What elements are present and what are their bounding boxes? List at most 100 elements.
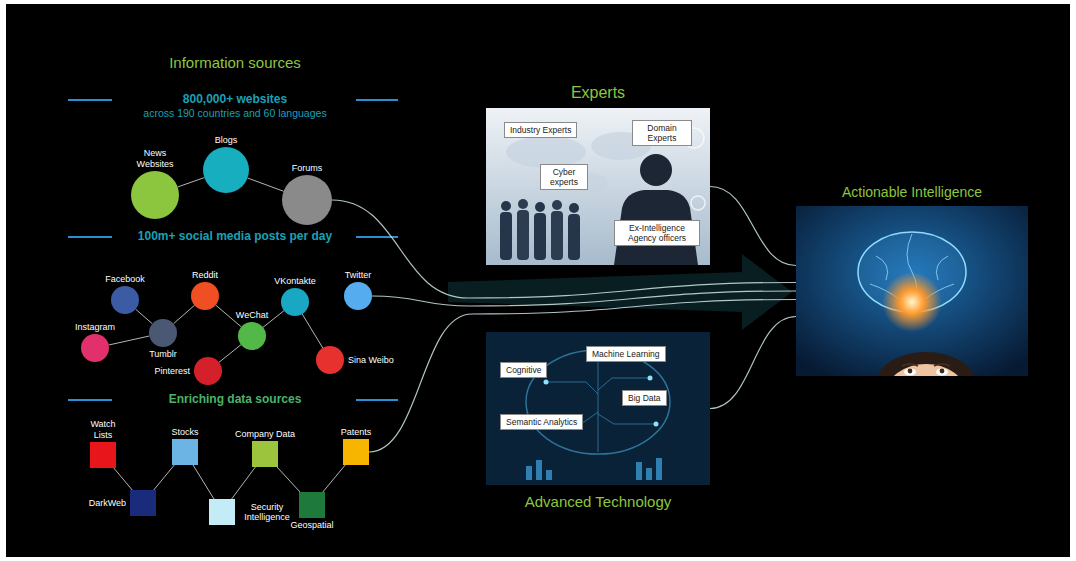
panel-ground [486, 108, 710, 265]
link-line [174, 305, 195, 323]
brain-outline [526, 350, 670, 454]
person-head [535, 202, 545, 212]
circuit-dot [648, 376, 653, 381]
divider-bar [68, 99, 112, 101]
link-line [193, 465, 214, 499]
node-label: WeChat [235, 310, 269, 320]
panel-heading: Experts [568, 84, 628, 102]
link-line [154, 465, 175, 490]
data-square: Geospatial [299, 492, 325, 518]
social-circle: Reddit [191, 282, 219, 310]
pupil [908, 369, 913, 374]
data-square: Company Data [252, 441, 278, 467]
node-label: Company Data [234, 429, 296, 439]
circuit-dot [544, 380, 549, 385]
node-label: Instagram [74, 322, 116, 332]
bar-mark [636, 462, 642, 480]
eye [904, 369, 916, 376]
link-line [114, 468, 132, 490]
social-circle: WeChat [238, 322, 266, 350]
person-body [568, 214, 580, 260]
bar-mark [656, 458, 662, 480]
data-square: Watch Lists [90, 442, 116, 468]
image-panel: ExpertsIndustry ExpertsDomain ExpertsCyb… [486, 108, 710, 265]
social-circle: Instagram [81, 334, 109, 362]
social-circle: Sina Weibo [316, 346, 344, 374]
divider-bar [68, 236, 112, 238]
link-line [232, 467, 256, 499]
flow-curve [369, 300, 796, 453]
link-line [219, 345, 241, 363]
section-heading: Enriching data sources [120, 392, 350, 406]
data-square: DarkWeb [130, 490, 156, 516]
panel-ground [486, 332, 710, 485]
data-square: Stocks [172, 439, 198, 465]
tag-box: Machine Learning [586, 346, 666, 362]
tag-box: Semantic Analytics [500, 414, 583, 430]
tag-box: Cognitive [500, 362, 547, 378]
node-label: Blogs [214, 135, 239, 145]
node-label: VKontakte [273, 276, 317, 286]
eyebrows [902, 364, 950, 366]
tag-text: Industry Experts [510, 125, 571, 135]
section-note: across 190 countries and 60 languages [100, 107, 370, 120]
node-label: Reddit [191, 270, 219, 280]
panel-ground [796, 206, 1028, 376]
section-subheading: 800,000+ websites [120, 92, 350, 106]
section-subheading: 100m+ social media posts per day [115, 229, 355, 243]
link-line [178, 178, 205, 187]
source-circle: Blogs [203, 147, 249, 193]
node-label: Sina Weibo [347, 355, 395, 365]
bar-mark [546, 470, 552, 480]
section-heading: Information sources [70, 54, 400, 72]
tag-text: Ex-Intelligence Agency officers [620, 223, 694, 243]
link-line [277, 467, 300, 492]
social-circle: Pinterest [194, 357, 222, 385]
social-circle: VKontakte [281, 288, 309, 316]
data-square: Security Intelligence [209, 499, 235, 525]
image-panel: Advanced TechnologyCognitiveMachine Lear… [486, 332, 710, 485]
pupil [940, 369, 945, 374]
person-body [517, 210, 529, 260]
brain-glow [882, 272, 942, 332]
social-circle: Tumblr [149, 319, 177, 347]
flow-curve [710, 187, 796, 266]
tag-box: Cyber experts [540, 164, 588, 190]
link-line [109, 336, 150, 345]
link-line [248, 178, 284, 191]
person-head [552, 200, 562, 210]
node-label: Facebook [104, 274, 146, 284]
tag-box: Ex-Intelligence Agency officers [614, 220, 700, 246]
tag-text: Semantic Analytics [506, 417, 577, 427]
divider-bar [68, 399, 112, 401]
intelligence-illustration [796, 206, 1028, 376]
node-label: Geospatial [289, 520, 334, 530]
tag-text: Cognitive [506, 365, 541, 375]
node-label: News Websites [130, 148, 180, 169]
link-line [302, 314, 323, 348]
flow-curve [332, 200, 796, 298]
black-ground [6, 4, 1070, 557]
node-label: Pinterest [153, 366, 191, 376]
source-circle: Forums [282, 175, 332, 225]
link-line [136, 309, 153, 324]
icon-ring [691, 196, 705, 210]
flow-curve [710, 317, 796, 409]
person-head [518, 199, 528, 209]
node-label: Stocks [171, 427, 200, 437]
data-square: Patents [343, 439, 369, 465]
man-head [640, 154, 672, 186]
node-label: Patents [340, 427, 373, 437]
circuit-dot [654, 422, 659, 427]
social-circle: Twitter [344, 282, 372, 310]
person-head [569, 203, 579, 213]
tag-box: Domain Experts [632, 120, 692, 146]
node-label: Watch Lists [85, 419, 121, 440]
person-body [551, 211, 563, 260]
panel-heading: Actionable Intelligence [839, 184, 985, 200]
person-body [534, 213, 546, 260]
image-panel: Actionable Intelligence [796, 206, 1028, 376]
tag-box: Industry Experts [504, 122, 577, 138]
